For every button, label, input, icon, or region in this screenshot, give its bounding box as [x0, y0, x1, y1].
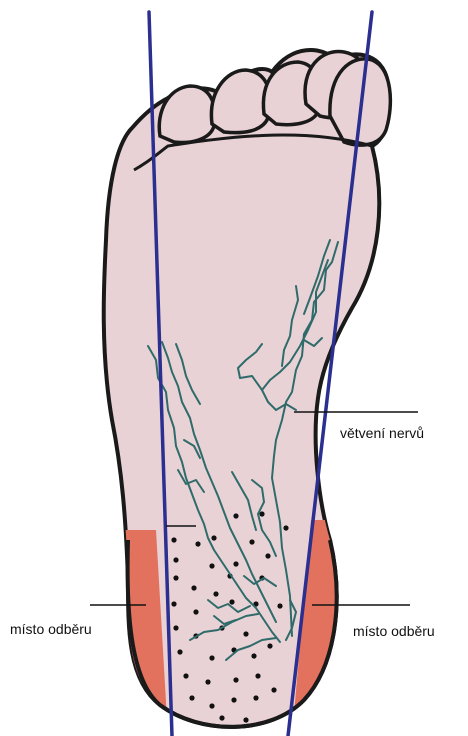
sample-dot: [171, 537, 176, 542]
sample-dot: [249, 539, 254, 544]
sample-dot: [173, 575, 178, 580]
sample-dot: [191, 585, 196, 590]
sample-dot: [229, 599, 234, 604]
sample-dot: [193, 609, 198, 614]
label-sampling-site-right: místo odběru: [353, 623, 435, 639]
sample-dot: [205, 679, 210, 684]
sample-dot: [209, 655, 214, 660]
sample-dot: [183, 673, 188, 678]
sample-dot: [171, 601, 176, 606]
label-sampling-site-left: místo odběru: [10, 621, 92, 637]
sample-dot: [177, 649, 182, 654]
sample-dot: [219, 715, 224, 720]
sample-dot: [253, 695, 258, 700]
sample-dot: [233, 561, 238, 566]
sample-dot: [267, 643, 272, 648]
sample-dot: [243, 717, 248, 722]
sample-dot: [211, 535, 216, 540]
sample-dot: [243, 631, 248, 636]
sample-dot: [259, 511, 264, 516]
sample-dot: [283, 525, 288, 530]
toe-fourth: [211, 70, 270, 133]
sample-dot: [209, 563, 214, 568]
sample-dot: [271, 687, 276, 692]
sample-dot: [251, 653, 256, 658]
sample-dot: [213, 591, 218, 596]
sample-dot: [195, 541, 200, 546]
sample-dot: [231, 697, 236, 702]
sample-dot: [173, 557, 178, 562]
label-nerve-branching: větvení nervů: [340, 425, 424, 441]
sample-dot: [189, 695, 194, 700]
sample-dot: [277, 603, 282, 608]
sample-dot: [173, 625, 178, 630]
sample-dot: [233, 677, 238, 682]
sample-dot: [209, 703, 214, 708]
toe-little: [159, 86, 215, 142]
sample-dot: [255, 673, 260, 678]
sample-dot: [265, 553, 270, 558]
sample-dot: [233, 513, 238, 518]
